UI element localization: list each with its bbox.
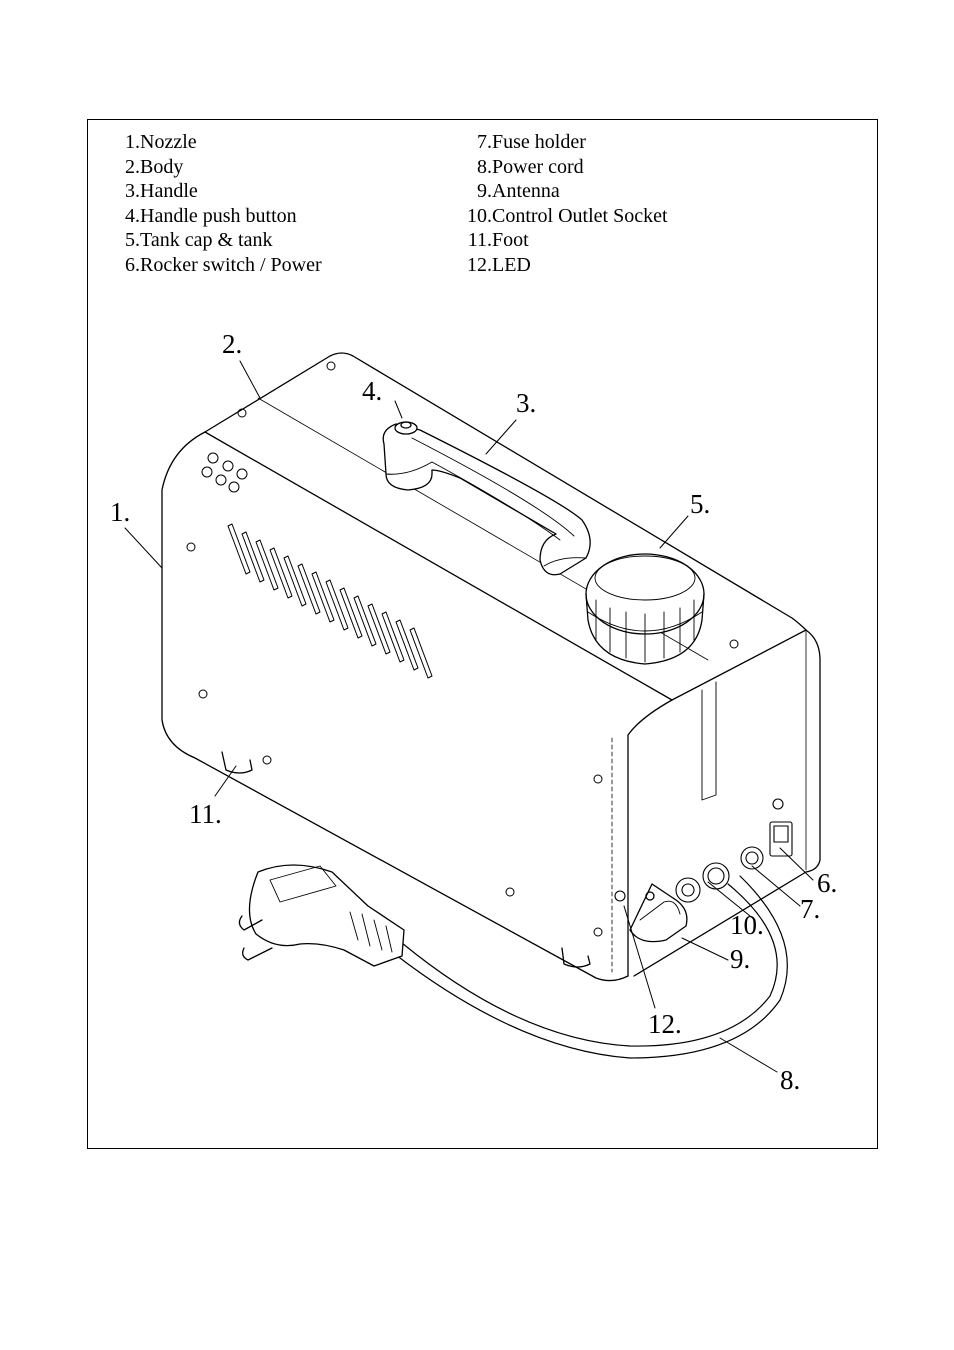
vent-slots bbox=[227, 523, 433, 679]
legend-number: 1. bbox=[125, 131, 140, 153]
callout-antenna: 9. bbox=[730, 944, 750, 974]
callout-handle: 3. bbox=[516, 388, 536, 418]
body-side bbox=[161, 431, 673, 982]
legend-label: Tank cap & tank bbox=[140, 229, 273, 252]
legend-item: 4.Handle push button bbox=[100, 204, 322, 229]
callout-nozzle: 1. bbox=[110, 497, 130, 527]
legend-item: 10.Control Outlet Socket bbox=[452, 204, 668, 229]
legend-item: 11.Foot bbox=[452, 228, 668, 253]
legend-right: 7.Fuse holder 8.Power cord 9.Antenna 10.… bbox=[452, 130, 668, 278]
callout-fuse-holder: 7. bbox=[800, 894, 820, 924]
legend-item: 12.LED bbox=[452, 253, 668, 278]
legend-number: 6. bbox=[125, 253, 140, 276]
screws bbox=[186, 361, 739, 937]
back-panel-controls bbox=[614, 798, 793, 903]
legend-number: 3. bbox=[125, 180, 140, 203]
power-plug bbox=[238, 864, 405, 967]
legend-item: 9.Antenna bbox=[452, 179, 668, 204]
legend-label: Handle push button bbox=[140, 204, 297, 227]
legend-number: 8. bbox=[477, 155, 492, 178]
legend-label: Fuse holder bbox=[492, 131, 586, 153]
legend-left: 1.Nozzle 2.Body 3.Handle 4.Handle push b… bbox=[100, 130, 322, 278]
legend-label: Foot bbox=[492, 229, 529, 252]
legend-label: Handle bbox=[140, 180, 198, 203]
diagram-frame bbox=[87, 119, 878, 1149]
legend-item: 8.Power cord bbox=[452, 155, 668, 180]
callout-tank-cap: 5. bbox=[690, 489, 710, 519]
legend-label: Body bbox=[140, 155, 184, 178]
callout-handle-push-button: 4. bbox=[362, 376, 382, 406]
legend-number: 5. bbox=[125, 229, 140, 252]
handle bbox=[382, 423, 591, 576]
legend-number: 10. bbox=[467, 204, 492, 227]
legend-number: 11. bbox=[467, 229, 492, 252]
tank-cap bbox=[585, 553, 705, 665]
legend-number: 7. bbox=[477, 131, 492, 153]
body-top bbox=[204, 352, 807, 701]
legend-number: 12. bbox=[467, 253, 492, 276]
legend-number: 9. bbox=[477, 180, 492, 203]
feet bbox=[221, 751, 591, 968]
legend-item: 5.Tank cap & tank bbox=[100, 228, 322, 253]
legend-item: 6.Rocker switch / Power bbox=[100, 253, 322, 278]
legend-label: LED bbox=[492, 253, 531, 276]
legend-item: 1.Nozzle bbox=[100, 130, 322, 155]
callout-rocker-switch: 6. bbox=[817, 868, 837, 898]
legend-label: Rocker switch / Power bbox=[140, 253, 322, 276]
legend-number: 4. bbox=[125, 204, 140, 227]
legend-number: 2. bbox=[125, 155, 140, 178]
legend-label: Power cord bbox=[492, 155, 584, 178]
leader-lines bbox=[124, 360, 814, 1073]
legend-item: 2.Body bbox=[100, 155, 322, 180]
callout-body: 2. bbox=[222, 329, 242, 359]
antenna bbox=[629, 883, 688, 943]
legend-item: 3.Handle bbox=[100, 179, 322, 204]
legend-item: 7.Fuse holder bbox=[452, 130, 668, 155]
callout-foot: 11. bbox=[189, 799, 222, 829]
callout-led: 12. bbox=[648, 1009, 682, 1039]
callout-control-outlet-socket: 10. bbox=[730, 910, 764, 940]
legend-label: Antenna bbox=[492, 180, 560, 203]
legend-label: Control Outlet Socket bbox=[492, 204, 668, 227]
legend-label: Nozzle bbox=[140, 131, 197, 153]
callout-power-cord: 8. bbox=[780, 1065, 800, 1095]
power-cord bbox=[395, 875, 788, 1059]
nozzle-holes bbox=[201, 452, 248, 493]
handle-push-button bbox=[394, 421, 418, 435]
back-panel bbox=[633, 629, 821, 977]
